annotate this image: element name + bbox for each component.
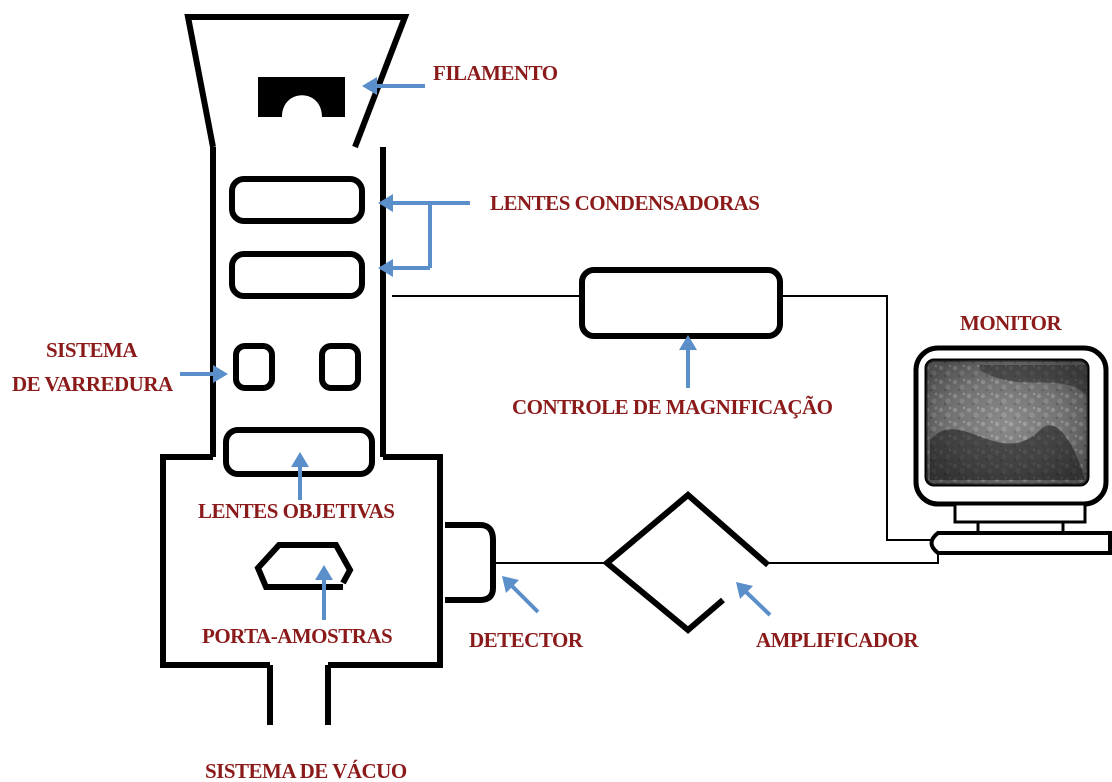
arrow-detector-icon [502,576,540,614]
scan-coil-left [233,343,275,391]
vacuum-pipe [267,665,331,725]
label-porta-amostras: PORTA-AMOSTRAS [202,624,392,648]
arrow-varredura-icon [180,365,228,383]
arrow-filamento-icon [362,77,425,95]
label-sistema-varredura-2: DE VARREDURA [12,372,174,396]
arrow-amplificador-icon [736,582,772,617]
label-controle-magnificacao: CONTROLE DE MAGNIFICAÇÃO [512,395,833,419]
label-sistema-varredura-1: SISTEMA [46,338,138,362]
arrows [180,77,772,620]
column-body [160,14,443,725]
column-tube [210,147,386,457]
arrow-porta-amostras-icon [315,565,333,620]
arrow-condensadoras-icon [378,194,470,277]
label-detector: DETECTOR [469,628,584,652]
detector-shape [445,522,496,603]
specimen-chamber [160,454,443,668]
label-sistema-vacuo: SISTEMA DE VÁCUO [205,759,407,782]
filament-icon [258,77,345,117]
label-amplificador: AMPLIFICADOR [756,628,919,652]
monitor-neck [953,502,1087,524]
amplifier-shape [602,491,770,634]
magnification-control-box [579,267,783,339]
label-filamento: FILAMENTO [433,61,558,85]
sample-holder [254,542,354,590]
monitor-base [929,531,1112,555]
electron-gun-housing [184,14,410,149]
monitor [913,345,1112,555]
condenser-lens-upper [229,176,365,224]
label-lentes-objetivas: LENTES OBJETIVAS [198,499,394,523]
arrow-objetivas-icon [291,452,309,500]
scan-coil-right [319,343,361,391]
label-lentes-condensadoras: LENTES CONDENSADORAS [490,191,759,215]
label-monitor: MONITOR [960,311,1062,335]
condenser-lens-lower [229,251,365,299]
arrow-magnificacao-icon [679,335,697,388]
